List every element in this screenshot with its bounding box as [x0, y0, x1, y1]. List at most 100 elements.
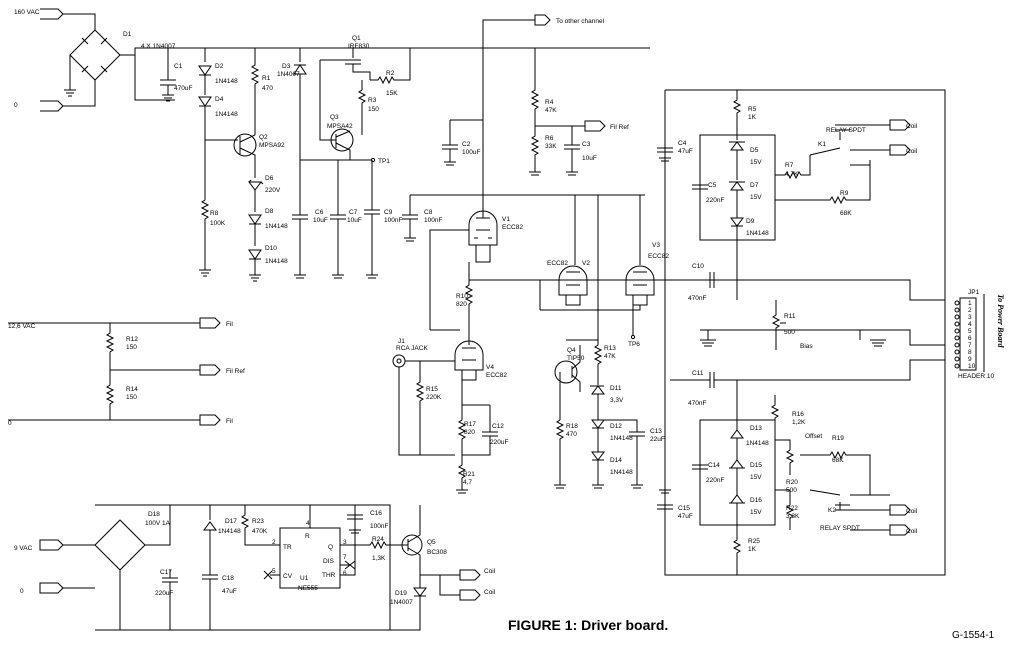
d13-label: D13 — [750, 425, 762, 432]
d12-label: D12 — [610, 423, 622, 430]
c14-value: 220nF — [706, 477, 724, 484]
jp1-label: JP1 — [968, 289, 980, 296]
d6-label: D6 — [265, 175, 274, 182]
transistor-q5 — [401, 534, 423, 556]
c9-value: 100nF — [384, 217, 402, 224]
relay-k1 — [809, 124, 890, 166]
d5-label: D5 — [750, 147, 759, 154]
diodes-d11-d12-d14 — [590, 380, 605, 489]
r10-value: 820 — [456, 301, 467, 308]
ground-symbol — [249, 274, 261, 282]
r20-label: R20 — [786, 479, 798, 486]
d3-value: 1N4007 — [277, 71, 300, 78]
jp1-pin-label: 6 — [968, 335, 972, 342]
d7-label: D7 — [750, 182, 759, 189]
output-connector — [889, 524, 911, 536]
c13-label: C13 — [650, 428, 662, 435]
r15-value: 220K — [426, 394, 442, 401]
c14-label: C14 — [708, 462, 720, 469]
c11-value: 470nF — [688, 400, 706, 407]
u1-value: NE555 — [298, 585, 318, 592]
resistors-r4-r6 — [529, 48, 541, 176]
r2-label: R2 — [386, 70, 395, 77]
capacitor-c4 — [657, 138, 673, 162]
r13-value: 47K — [604, 353, 616, 360]
resistor-r23 — [240, 505, 275, 546]
r11-note: Bias — [800, 343, 813, 350]
test-point-tp6 — [630, 334, 636, 340]
ground-symbol — [64, 89, 76, 97]
c18-value: 47uF — [222, 588, 237, 595]
c13-value: 22uF — [650, 436, 665, 443]
resistors-r17-r21 — [456, 380, 490, 494]
u1-pin5: 5 — [272, 568, 276, 575]
d18-value: 100V 1A — [145, 520, 171, 527]
transistor-q2 — [233, 133, 257, 157]
diode-d19 — [390, 575, 460, 631]
d10-label: D10 — [265, 245, 277, 252]
c1-value: 470uF — [174, 85, 192, 92]
d1-label: D1 — [123, 31, 132, 38]
d17-value: 1N4148 — [218, 528, 241, 535]
r12-label: R12 — [126, 336, 138, 343]
r19-label: R19 — [832, 435, 844, 442]
jp1-pin-label: 4 — [968, 321, 972, 328]
d11-value: 3,3V — [610, 397, 624, 404]
d17-label: D17 — [225, 518, 237, 525]
d15-label: D15 — [750, 462, 762, 469]
jp1-pin — [954, 363, 960, 369]
output-connector — [199, 414, 221, 426]
capacitor-c10 — [670, 272, 737, 288]
r8-value: 100K — [210, 220, 226, 227]
c15-label: C15 — [678, 505, 690, 512]
d11-label: D11 — [610, 385, 622, 392]
u1-pin2: 2 — [272, 539, 276, 546]
u1-dis: DIS — [323, 558, 335, 565]
k2-label: K2 — [828, 507, 836, 514]
d19-value: 1N4007 — [390, 599, 413, 606]
d4-label: D4 — [215, 96, 224, 103]
r7-value: 4,7K — [785, 171, 799, 178]
r22-value: 3,3K — [786, 513, 800, 520]
r14-label: R14 — [126, 386, 138, 393]
d16-value: 15V — [750, 509, 762, 516]
d9-label: D9 — [746, 218, 755, 225]
c1-label: C1 — [174, 63, 183, 70]
jp1-pin — [954, 349, 960, 355]
input-label-160vac: 160 VAC — [14, 9, 40, 16]
r23-value: 470K — [252, 528, 268, 535]
capacitor-c9 — [364, 160, 380, 279]
c5-value: 220nF — [706, 197, 724, 204]
capacitor-c5 — [692, 180, 708, 200]
coil-label: Coil — [906, 508, 918, 515]
input-label-0: 0 — [14, 102, 18, 109]
c7-value: 10uF — [347, 217, 362, 224]
output-connector — [534, 14, 551, 26]
u1-label: U1 — [300, 575, 309, 582]
d14-label: D14 — [610, 457, 622, 464]
output-connector — [459, 569, 481, 581]
capacitor-c13 — [598, 419, 645, 489]
v4-value: ECC82 — [486, 372, 507, 379]
r18-label: R18 — [566, 423, 578, 430]
r24-label: R24 — [372, 536, 384, 543]
tube-v1 — [468, 210, 498, 246]
input-connector — [40, 8, 64, 20]
q1-label: Q1 — [352, 35, 361, 42]
coil-label: Coil — [484, 568, 496, 575]
filament-section: 12,6 VAC 0 R12 150 R14 150 Fil Fil Ref F… — [8, 317, 245, 427]
capacitor-c15 — [657, 489, 673, 515]
r22-label: R22 — [786, 505, 798, 512]
r11-value: 500 — [784, 329, 795, 336]
r23-label: R23 — [252, 518, 264, 525]
d8-value: 1N4148 — [265, 223, 288, 230]
tp6-label: TP6 — [628, 341, 640, 348]
c6-value: 10uF — [313, 217, 328, 224]
c10-label: C10 — [692, 263, 704, 270]
input-connector — [39, 539, 64, 551]
fil-ref-top-label: Fil Ref — [610, 124, 629, 131]
c3-value: 10uF — [582, 155, 597, 162]
d7-value: 15V — [750, 194, 762, 201]
r8-label: R8 — [210, 210, 219, 217]
